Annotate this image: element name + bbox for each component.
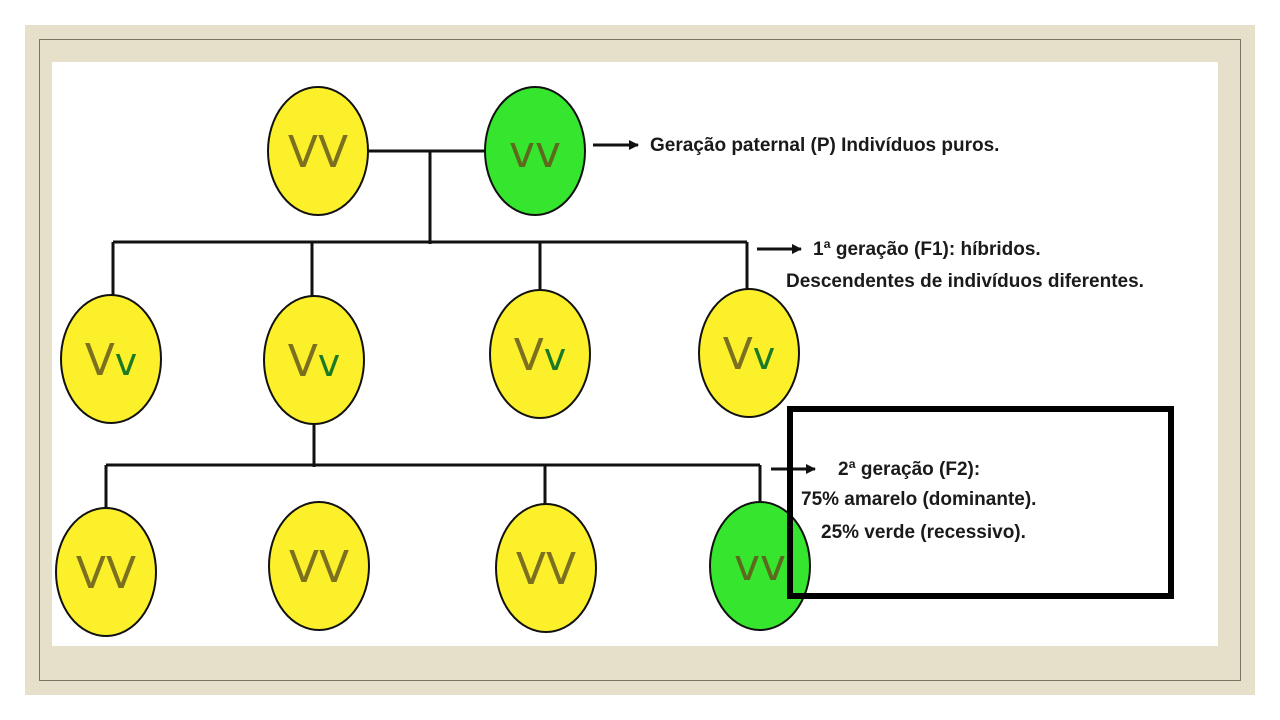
slide-frame-inner — [39, 39, 1241, 681]
diagram-panel — [52, 62, 1218, 646]
seed-yellow — [495, 503, 597, 633]
genotype-label: VV — [76, 548, 136, 599]
seed-yellow — [489, 289, 591, 419]
f2-individual-1: VV — [55, 507, 157, 637]
seed-yellow — [268, 501, 370, 631]
genotype-label: Vv — [514, 330, 567, 381]
seed-yellow — [263, 295, 365, 425]
f2-generation-label-line3: 25% verde (recessivo). — [821, 522, 1026, 543]
f2-individual-4: vv — [709, 501, 811, 631]
f2-individual-2: VV — [268, 501, 370, 631]
f1-individual-2: Vv — [263, 295, 365, 425]
connector-lines — [104, 149, 762, 512]
genotype-label: Vv — [723, 329, 776, 380]
p-generation-label: Geração paternal (P) Indivíduos puros. — [650, 135, 999, 156]
genotype-label: VV — [516, 544, 576, 595]
seed-yellow — [60, 294, 162, 424]
f1-individual-3: Vv — [489, 289, 591, 419]
f2-generation: VV VV VV vv 2ª geração (F2): 75% amarelo… — [55, 406, 1174, 637]
seed-yellow — [698, 288, 800, 418]
p-individual-1: VV — [267, 86, 369, 216]
f1-individual-1: Vv — [60, 294, 162, 424]
f2-generation-label-line2: 75% amarelo (dominante). — [801, 489, 1036, 510]
genotype-label: Vv — [85, 335, 138, 386]
f2-highlight-box — [787, 406, 1174, 599]
genotype-label: VV — [289, 542, 349, 593]
f1-individual-4: Vv — [698, 288, 800, 418]
seed-green — [709, 501, 811, 631]
genotype-label: vv — [734, 540, 786, 591]
f1-generation: Vv Vv Vv Vv 1ª geração (F1): híbridos. D… — [60, 239, 1144, 425]
genotype-label: VV — [288, 127, 348, 178]
p-generation: VV vv Geração paternal (P) Indivíduos pu… — [267, 86, 999, 216]
f2-generation-label-line1: 2ª geração (F2): — [838, 459, 980, 480]
genotype-label: vv — [509, 127, 561, 178]
seed-green — [484, 86, 586, 216]
seed-yellow — [55, 507, 157, 637]
f1-generation-label-line1: 1ª geração (F1): híbridos. — [813, 239, 1041, 260]
p-individual-2: vv — [484, 86, 586, 216]
f2-individual-3: VV — [495, 503, 597, 633]
genotype-label: Vv — [288, 336, 341, 387]
seed-yellow — [267, 86, 369, 216]
f1-generation-label-line2: Descendentes de indivíduos diferentes. — [786, 271, 1144, 292]
